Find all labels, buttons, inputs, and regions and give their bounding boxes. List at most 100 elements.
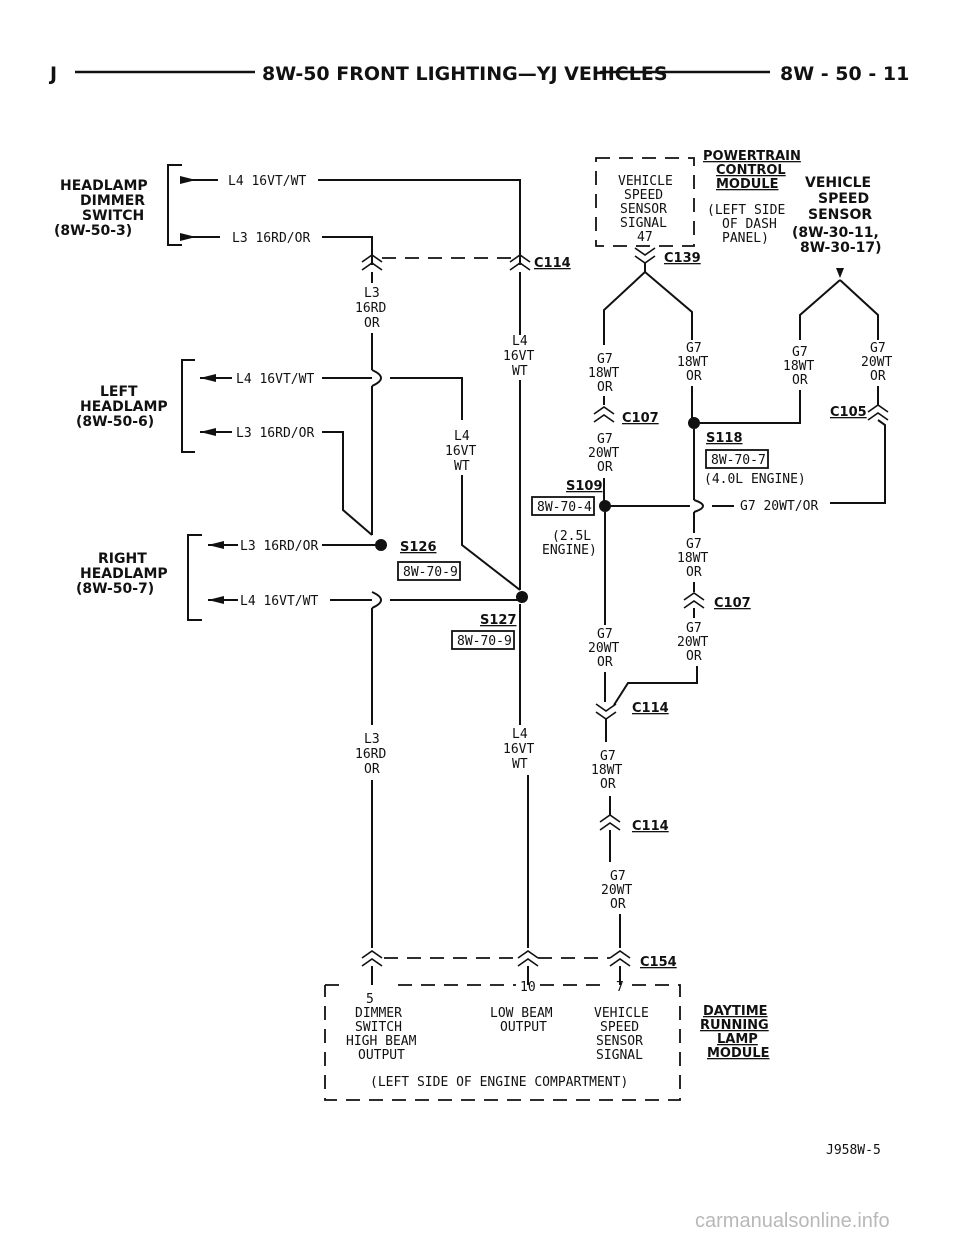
splice-s109-dot [599, 500, 611, 512]
left-headlamp: LEFT HEADLAMP (8W-50-6) L4 16VT/WT L3 16… [76, 359, 463, 536]
headlamp-dimmer-switch: HEADLAMP DIMMER SWITCH (8W-50-3) L4 16VT… [54, 164, 521, 265]
svg-text:SENSOR: SENSOR [620, 202, 667, 217]
connector-c107-lower: C107 [683, 592, 751, 611]
svg-text:C105: C105 [830, 405, 867, 420]
svg-text:G7: G7 [870, 341, 886, 356]
svg-text:7: 7 [616, 980, 624, 995]
svg-text:G7: G7 [792, 345, 808, 360]
svg-text:OUTPUT: OUTPUT [500, 1020, 547, 1035]
header-page-number: 8W - 50 - 11 [780, 63, 909, 85]
svg-text:OR: OR [597, 655, 613, 670]
svg-text:OR: OR [597, 460, 613, 475]
g7-stack-c107-upper: G7 20WT OR [588, 432, 619, 475]
g7-stack-pcm-left: G7 18WT OR [588, 352, 619, 395]
svg-text:G7: G7 [686, 341, 702, 356]
splice-s127-dot [516, 591, 528, 603]
svg-text:WT: WT [512, 757, 528, 772]
svg-text:OR: OR [364, 316, 380, 331]
svg-text:16VT: 16VT [503, 742, 534, 757]
svg-text:POWERTRAIN: POWERTRAIN [703, 149, 801, 164]
page-header: J 8W-50 FRONT LIGHTING—YJ VEHICLES 8W - … [48, 63, 909, 85]
right-l4-wire-label: L4 16VT/WT [240, 594, 318, 609]
svg-text:PANEL): PANEL) [722, 231, 769, 246]
right-headlamp: RIGHT HEADLAMP (8W-50-7) L3 16RD/OR L4 1… [76, 534, 520, 621]
dimmer-switch-title-2: DIMMER [80, 193, 145, 209]
svg-text:L4: L4 [454, 429, 470, 444]
svg-text:CONTROL: CONTROL [716, 163, 786, 178]
svg-text:OR: OR [686, 369, 702, 384]
svg-text:OR: OR [597, 380, 613, 395]
svg-text:8W-70-9: 8W-70-9 [457, 634, 512, 649]
svg-text:G7: G7 [600, 749, 616, 764]
svg-text:DAYTIME: DAYTIME [703, 1004, 768, 1019]
svg-text:20WT: 20WT [588, 446, 619, 461]
figure-id: J958W-5 [826, 1143, 881, 1158]
note-2-5l-engine-2: ENGINE) [542, 543, 597, 558]
g7-stack-vss-right: G7 20WT OR [861, 341, 892, 384]
connector-c114-lower: C114 [599, 814, 669, 834]
svg-text:L4: L4 [512, 727, 528, 742]
g7-stack-vss-left: G7 18WT OR [783, 345, 814, 388]
connector-c114-middle: C114 [595, 701, 669, 720]
dimmer-switch-title-4: (8W-50-3) [54, 223, 132, 239]
svg-text:HEADLAMP: HEADLAMP [80, 399, 168, 415]
svg-text:16VT: 16VT [445, 444, 476, 459]
svg-text:L3: L3 [364, 732, 380, 747]
svg-text:RUNNING: RUNNING [700, 1018, 769, 1033]
svg-text:VEHICLE: VEHICLE [805, 175, 871, 191]
ref-box-8w-70-7 [705, 449, 769, 469]
svg-text:18WT: 18WT [591, 763, 622, 778]
svg-text:18WT: 18WT [677, 355, 708, 370]
svg-text:DIMMER: DIMMER [355, 1006, 402, 1021]
svg-text:WT: WT [454, 459, 470, 474]
g7-stack-c114-lower: G7 20WT OR [601, 869, 632, 912]
left-l4-wire-label: L4 16VT/WT [236, 372, 314, 387]
powertrain-control-module: VEHICLE SPEED SENSOR SIGNAL 47 POWERTRAI… [595, 149, 801, 247]
svg-text:SENSOR: SENSOR [808, 207, 872, 223]
svg-text:L4: L4 [512, 334, 528, 349]
svg-text:SPEED: SPEED [600, 1020, 639, 1035]
svg-text:C107: C107 [714, 596, 751, 611]
svg-text:16VT: 16VT [503, 349, 534, 364]
svg-text:20WT: 20WT [588, 641, 619, 656]
svg-text:(8W-50-7): (8W-50-7) [76, 581, 154, 597]
svg-text:C114: C114 [632, 819, 669, 834]
splice-s118-dot [688, 417, 700, 429]
svg-text:OF DASH: OF DASH [722, 217, 777, 232]
svg-text:C139: C139 [664, 251, 701, 266]
svg-text:OR: OR [686, 565, 702, 580]
s109-label: S109 [566, 479, 603, 494]
svg-text:LEFT: LEFT [100, 384, 138, 400]
svg-text:10: 10 [520, 980, 536, 995]
svg-text:C114: C114 [632, 701, 669, 716]
splice-s126-dot [375, 539, 387, 551]
l4-stack-lower: L4 16VT WT [503, 727, 534, 772]
svg-text:SPEED: SPEED [818, 191, 869, 207]
connector-c107-upper: C107 [593, 406, 659, 426]
svg-text:VEHICLE: VEHICLE [618, 174, 673, 189]
svg-text:16RD: 16RD [355, 301, 386, 316]
svg-text:SENSOR: SENSOR [596, 1034, 643, 1049]
svg-text:(LEFT SIDE: (LEFT SIDE [707, 203, 785, 218]
g7-stack-pcm-right: G7 18WT OR [677, 341, 708, 384]
svg-text:C107: C107 [622, 411, 659, 426]
svg-text:C154: C154 [640, 955, 677, 970]
s127-label: S127 [480, 613, 517, 628]
svg-text:OR: OR [364, 762, 380, 777]
g7-stack-c114-middle: G7 18WT OR [591, 749, 622, 792]
connector-c154: C154 [361, 950, 677, 985]
switch-l4-wire-label: L4 16VT/WT [228, 174, 306, 189]
svg-text:8W-70-4: 8W-70-4 [537, 500, 592, 515]
svg-text:LAMP: LAMP [717, 1032, 758, 1047]
ref-box-8w-70-9-b [451, 630, 515, 650]
dimmer-switch-title-1: HEADLAMP [60, 178, 148, 194]
svg-text:18WT: 18WT [677, 551, 708, 566]
g7-stack-s109-down: G7 20WT OR [588, 627, 619, 670]
svg-text:OR: OR [792, 373, 808, 388]
svg-text:8W-30-17): 8W-30-17) [800, 240, 882, 256]
svg-text:8W-70-9: 8W-70-9 [403, 565, 458, 580]
svg-text:5: 5 [366, 992, 374, 1007]
right-l3-wire-label: L3 16RD/OR [240, 539, 318, 554]
svg-text:SIGNAL: SIGNAL [620, 216, 667, 231]
svg-text:(8W-30-11,: (8W-30-11, [792, 225, 879, 241]
